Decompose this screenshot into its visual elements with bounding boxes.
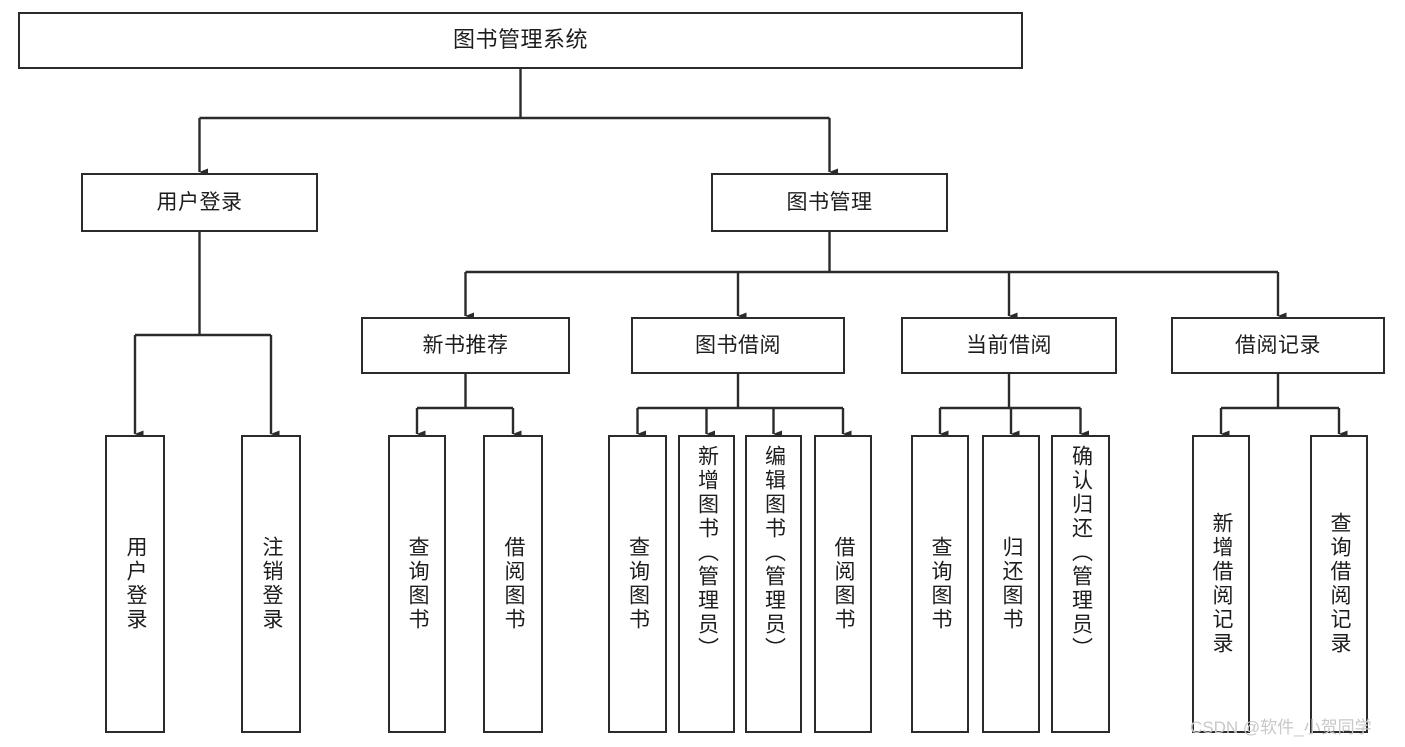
node-label: 图书借阅 xyxy=(695,333,781,357)
node-leaf-query-book-c[interactable]: 查询图书 xyxy=(911,435,969,733)
node-leaf-user-login[interactable]: 用户登录 xyxy=(105,435,165,733)
node-leaf-edit-book[interactable]: 编辑图书（管理员） xyxy=(745,435,802,733)
node-leaf-query-book-b[interactable]: 查询图书 xyxy=(608,435,667,733)
node-label: 查询图书 xyxy=(626,536,650,632)
node-label: 新增借阅记录 xyxy=(1210,512,1234,656)
node-leaf-add-borrow-record[interactable]: 新增借阅记录 xyxy=(1192,435,1250,733)
node-label: 用户登录 xyxy=(124,536,148,632)
node-label: 当前借阅 xyxy=(966,333,1052,357)
node-leaf-return-book[interactable]: 归还图书 xyxy=(982,435,1040,733)
node-label: 查询图书 xyxy=(929,536,953,632)
node-label: 新书推荐 xyxy=(422,333,509,357)
node-borrow-record[interactable]: 借阅记录 xyxy=(1171,317,1385,374)
node-leaf-confirm-return[interactable]: 确认归还（管理员） xyxy=(1051,435,1110,733)
node-label: 图书管理 xyxy=(786,190,873,214)
node-leaf-query-book-a[interactable]: 查询图书 xyxy=(388,435,446,733)
node-label: 查询借阅记录 xyxy=(1328,512,1352,656)
node-label: 注销登录 xyxy=(260,536,284,632)
node-user-login[interactable]: 用户登录 xyxy=(81,173,318,232)
node-leaf-add-book[interactable]: 新增图书（管理员） xyxy=(678,435,735,733)
node-label: 查询图书 xyxy=(406,536,430,632)
node-book-management[interactable]: 图书管理 xyxy=(711,173,948,232)
node-leaf-borrow-book-b[interactable]: 借阅图书 xyxy=(814,435,872,733)
node-label: 借阅图书 xyxy=(502,536,526,632)
node-label: 确认归还（管理员） xyxy=(1069,445,1093,661)
node-label: 图书管理系统 xyxy=(452,27,588,53)
node-label: 归还图书 xyxy=(1000,536,1024,632)
node-leaf-borrow-book-a[interactable]: 借阅图书 xyxy=(483,435,543,733)
node-label: 用户登录 xyxy=(156,190,243,214)
node-leaf-logout[interactable]: 注销登录 xyxy=(241,435,301,733)
node-label: 新增图书（管理员） xyxy=(695,445,719,661)
node-label: 借阅记录 xyxy=(1235,333,1321,357)
node-leaf-query-borrow-record[interactable]: 查询借阅记录 xyxy=(1310,435,1368,733)
node-current-borrow[interactable]: 当前借阅 xyxy=(901,317,1117,374)
node-book-borrow[interactable]: 图书借阅 xyxy=(631,317,845,374)
node-label: 编辑图书（管理员） xyxy=(762,445,786,661)
node-new-book-recommend[interactable]: 新书推荐 xyxy=(361,317,570,374)
node-root[interactable]: 图书管理系统 xyxy=(18,12,1023,69)
node-label: 借阅图书 xyxy=(832,536,856,632)
